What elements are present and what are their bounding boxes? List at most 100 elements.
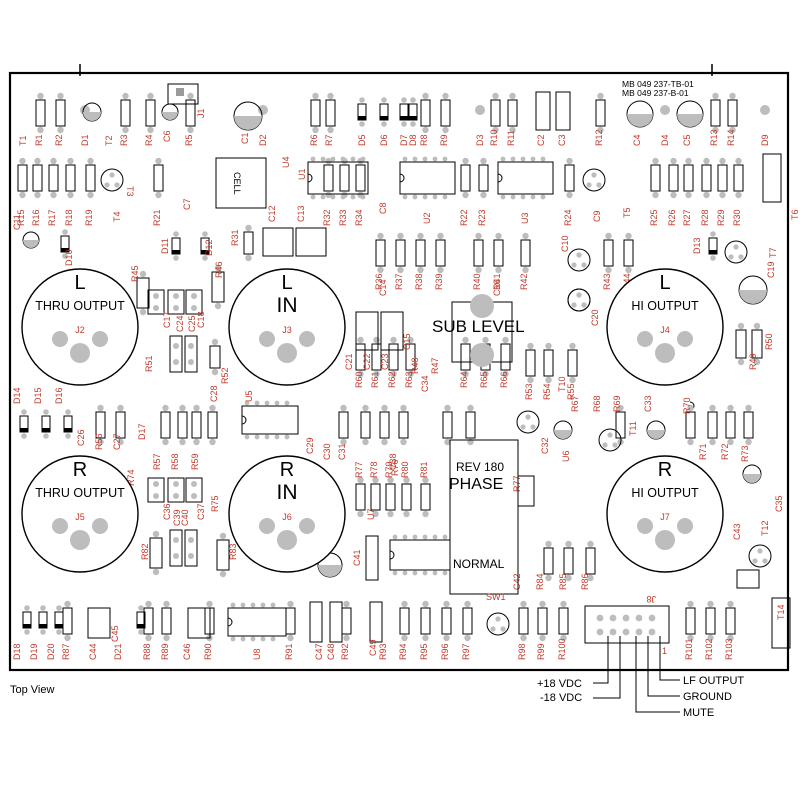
footprint-mark: [329, 601, 343, 643]
footprint-mark: [612, 442, 618, 448]
footprint-mark: [540, 156, 546, 162]
footprint-mark: [327, 92, 334, 100]
footprint-mark: [397, 232, 404, 240]
ref-designator: R28: [700, 209, 710, 226]
footprint-mark: [520, 424, 526, 430]
footprint-mark: [751, 329, 763, 359]
footprint-mark: [24, 629, 30, 635]
footprint-mark: [401, 121, 407, 127]
ref-designator: C34: [420, 375, 430, 392]
ref-designator: R90: [203, 643, 213, 660]
footprint-mark: [422, 156, 428, 162]
footprint-mark: [581, 302, 587, 308]
footprint-mark: [310, 99, 321, 127]
ref-designator: R23: [477, 209, 487, 226]
footprint-mark: [500, 194, 506, 200]
footprint-mark: [648, 628, 656, 636]
footprint-mark: [392, 534, 398, 540]
ref-designator: D6: [379, 134, 389, 146]
footprint-mark: [627, 114, 653, 127]
footprint-mark: [727, 600, 734, 608]
footprint-mark: [343, 634, 350, 642]
footprint-mark: [21, 409, 27, 415]
jack-channel-label: L: [659, 272, 670, 294]
ref-designator: R3: [119, 134, 129, 146]
footprint-mark: [307, 161, 369, 195]
footprint-mark: [343, 600, 350, 608]
footprint-mark: [422, 510, 429, 518]
footprint-mark: [97, 404, 104, 412]
footprint-mark: [735, 191, 742, 199]
footprint-mark: [277, 530, 297, 550]
footprint-mark: [545, 540, 552, 548]
footprint-mark: [558, 607, 569, 635]
footprint-mark: [160, 411, 171, 439]
footprint-mark: [277, 343, 297, 363]
ref-designator: C27: [112, 433, 122, 450]
footprint-mark: [565, 540, 572, 548]
footprint-mark: [35, 99, 46, 127]
footprint-mark: [137, 624, 145, 628]
footprint-mark: [545, 376, 552, 384]
footprint-mark: [357, 476, 364, 484]
footprint-mark: [707, 634, 714, 642]
ref-designator: R84: [535, 573, 545, 590]
footprint-mark: [687, 600, 694, 608]
footprint-mark: [437, 232, 444, 240]
footprint-mark: [652, 157, 659, 165]
ref-designator: C48: [326, 643, 336, 660]
footprint-mark: [403, 476, 410, 484]
footprint-mark: [173, 481, 179, 487]
footprint-mark: [655, 530, 675, 550]
footprint-mark: [705, 607, 716, 635]
ref-designator: R22: [459, 209, 469, 226]
footprint-mark: [188, 537, 194, 543]
ref-designator: D19: [29, 643, 39, 660]
ref-designator: R82: [140, 543, 150, 560]
footprint-mark: [597, 126, 604, 134]
footprint-mark: [389, 550, 395, 560]
footprint-mark: [67, 191, 74, 199]
footprint-mark: [566, 191, 573, 199]
footprint-mark: [381, 438, 388, 446]
footprint-mark: [522, 266, 529, 274]
footprint-mark: [211, 368, 219, 376]
footprint-mark: [560, 600, 567, 608]
ref-designator: C8: [378, 202, 388, 214]
footprint-mark: [401, 634, 408, 642]
footprint-mark: [201, 250, 209, 254]
ref-designator: R9: [439, 134, 449, 146]
ref-designator: R57: [152, 453, 162, 470]
footprint-mark: [85, 164, 96, 192]
footprint-mark: [729, 126, 736, 134]
footprint-mark: [401, 600, 408, 608]
ref-designator: R93: [378, 643, 388, 660]
footprint-mark: [360, 411, 371, 439]
footprint-mark: [372, 510, 379, 518]
footprint-mark: [509, 126, 516, 134]
footprint-mark: [187, 126, 194, 134]
footprint-mark: [467, 404, 474, 412]
footprint-mark: [660, 105, 670, 115]
footprint-mark: [380, 311, 404, 351]
footprint-mark: [440, 99, 451, 127]
footprint-mark: [442, 194, 448, 200]
footprint-mark: [173, 553, 179, 559]
footprint-mark: [95, 411, 106, 439]
footprint-mark: [214, 302, 222, 310]
footprint-mark: [482, 370, 489, 378]
footprint-mark: [241, 415, 247, 425]
footprint-mark: [473, 239, 484, 267]
jack-channel-label: R: [658, 459, 672, 481]
ref-designator: R13: [709, 129, 719, 146]
footprint-mark: [615, 411, 626, 439]
footprint-mark: [462, 336, 469, 344]
footprint-mark: [62, 253, 68, 259]
footprint-mark: [163, 600, 170, 608]
footprint-mark: [211, 338, 219, 346]
footprint-mark: [545, 342, 552, 350]
jack-ref: J2: [75, 325, 85, 335]
footprint-mark: [735, 329, 747, 359]
ref-designator: R62: [387, 371, 397, 388]
